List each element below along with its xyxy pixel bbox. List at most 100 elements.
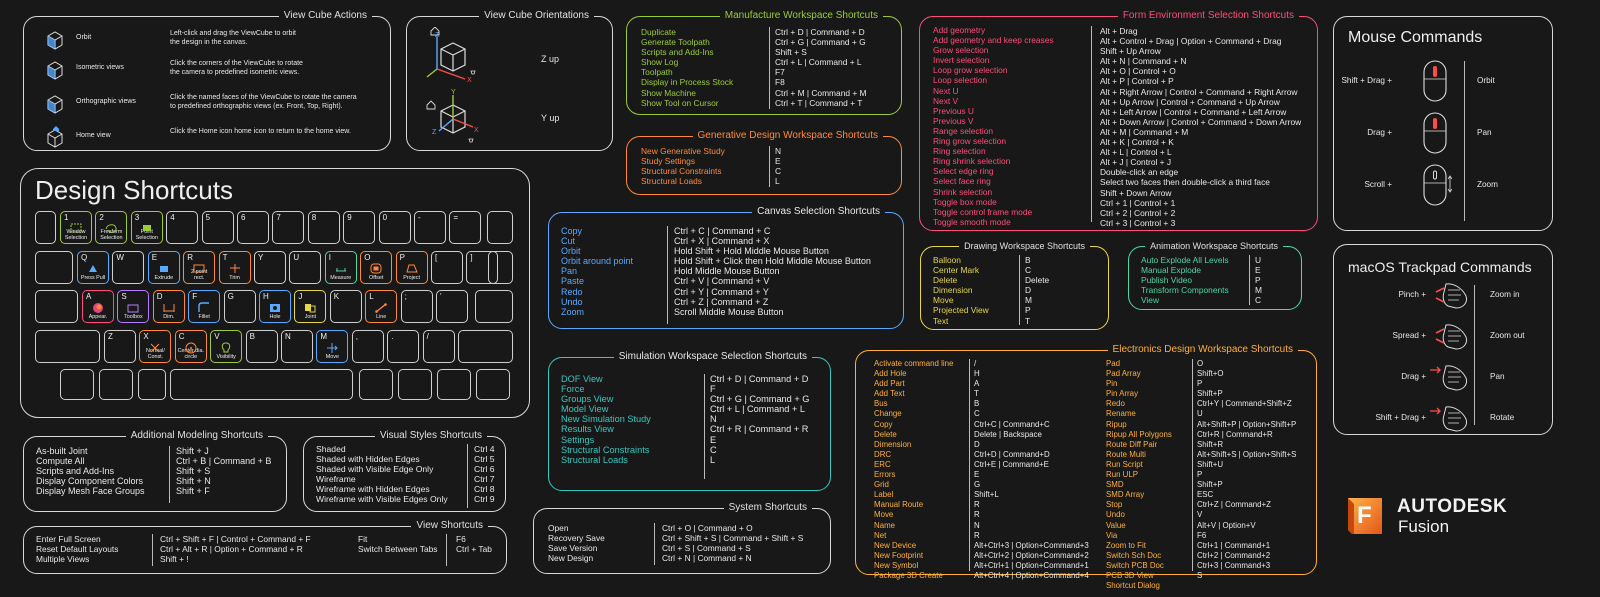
keyboard-key: K <box>329 290 362 323</box>
shortcut-text: Alt+Ctrl+2 | Option+Command+2 <box>974 550 1089 560</box>
key-letter: W <box>116 253 124 262</box>
shortcut-text: Rename <box>1106 409 1136 419</box>
hand-gesture-icon <box>1430 365 1467 391</box>
svg-text:X: X <box>467 77 472 84</box>
shortcut-text: Ctrl + Z | Command + Z <box>674 296 769 307</box>
column-divider <box>667 226 668 324</box>
keyboard-key: U <box>289 251 322 284</box>
key-command-label: Joint <box>304 313 317 320</box>
line-tool-icon <box>375 302 387 313</box>
keyboard-key: - <box>414 211 446 244</box>
shortcut-text: Toggle control frame mode <box>933 206 1033 217</box>
svg-text:Z: Z <box>432 129 437 136</box>
shortcut-text: Copy <box>561 226 583 236</box>
shortcut-text: Loop selection <box>933 75 988 86</box>
key-command-label: Appear. <box>88 313 108 320</box>
shortcut-text: Ctrl 4 <box>474 444 495 454</box>
shortcut-text: C <box>974 409 980 419</box>
gesture-modifier: Pinch + <box>1398 290 1426 299</box>
shortcut-text: Ctrl+E | Command+E <box>974 459 1049 469</box>
shortcut-text: Delete | Backspace <box>974 429 1042 439</box>
gesture-modifier: Drag + <box>1367 128 1392 137</box>
key-letter: V <box>214 332 220 341</box>
column-divider <box>152 534 153 566</box>
dim-tool-icon <box>163 303 175 312</box>
shortcut-text: Delete <box>933 275 958 286</box>
shortcut-text: Ctrl + Alt + R | Option + Command + R <box>160 544 303 555</box>
key-command-label: Visibility <box>216 353 236 360</box>
shortcut-text: Move <box>933 295 954 306</box>
panel-title: Visual Styles Shortcuts <box>374 430 487 442</box>
gesture-modifier: Scroll + <box>1364 180 1392 189</box>
key-letter: A <box>86 292 92 301</box>
ext-tool-icon <box>159 265 168 272</box>
view-cube-action-desc: Click the named faces of the ViewCube to… <box>170 94 357 110</box>
shortcut-text: Shift + J <box>176 446 209 456</box>
norm-tool-icon <box>151 343 160 353</box>
shortcut-text: Shift+P <box>1197 480 1223 490</box>
shortcut-text: Dimension <box>933 285 973 296</box>
cube-z-up-icon: Z X <box>426 27 476 84</box>
modifier-key <box>475 290 513 323</box>
shortcut-text: T <box>1025 315 1031 326</box>
key-letter: ] <box>470 253 473 262</box>
shortcut-text: Label <box>874 490 894 500</box>
key-letter: G <box>227 292 234 301</box>
shortcut-text: E <box>710 434 717 445</box>
view-cube-action-label: Home view <box>76 132 111 139</box>
shortcut-text: Ctrl 6 <box>474 464 495 475</box>
shortcut-text: Generate Toolpath <box>641 37 710 48</box>
key-letter: . <box>391 332 394 341</box>
shortcut-text: Dimension <box>874 439 912 449</box>
view-keys: Ctrl + Shift + F | Control + Command + F… <box>160 534 311 564</box>
key-letter: E <box>151 253 158 262</box>
key-letter: - <box>418 213 421 222</box>
key-letter: U <box>293 253 300 262</box>
shortcut-text: B <box>1025 255 1031 265</box>
key-command-label: Toolbox <box>124 313 143 320</box>
shortcut-text: Orbit <box>561 246 581 257</box>
modifier-key <box>99 369 133 400</box>
shortcut-text: Alt + Left Arrow | Control + Command + L… <box>1100 106 1287 117</box>
shortcut-text: O <box>1197 359 1204 368</box>
shortcut-text: Toggle smooth mode <box>933 216 1011 227</box>
shortcut-text: Shift+R <box>1197 439 1224 449</box>
gesture-action: Zoom <box>1477 180 1498 189</box>
shortcut-text: Change <box>874 409 902 419</box>
shortcut-text: Ring selection <box>933 146 986 157</box>
mouse-icon <box>1423 112 1447 154</box>
modifier-key <box>35 330 100 363</box>
shortcut-text: New Simulation Study <box>561 414 651 425</box>
shortcut-text: M <box>1255 285 1262 296</box>
key-letter: H <box>263 292 269 301</box>
shortcut-text: Center Mark <box>933 265 980 276</box>
shortcut-text: R <box>974 510 980 520</box>
shortcut-text: Ctrl + D | Command + D <box>775 27 865 37</box>
cube-y-up-icon: Y X Z <box>426 89 479 143</box>
shortcut-text: Scripts and Add-Ins <box>36 466 115 477</box>
shortcut-text: Open <box>548 523 569 533</box>
shortcut-text: Hold Shift + Click then Hold Middle Mous… <box>674 256 871 267</box>
shortcut-text: Ctrl+Z | Command+Z <box>1197 500 1271 510</box>
keyboard-key: ] <box>466 251 499 284</box>
keyboard-key: 7 <box>272 211 305 244</box>
view-cube-action-desc: Click the Home icon home icon to return … <box>170 128 351 135</box>
trackpad-commands-title: macOS Trackpad Commands <box>1348 259 1532 275</box>
key-command-label: Dim. <box>163 313 175 320</box>
shortcut-text: Ctrl + Tab <box>456 544 492 555</box>
design-shortcuts-title: Design Shortcuts <box>35 175 233 205</box>
shortcut-text: As-built Joint <box>36 446 88 456</box>
shortcut-text: Scripts and Add-Ins <box>641 47 714 58</box>
shortcut-text: Double-click an edge <box>1100 167 1179 178</box>
